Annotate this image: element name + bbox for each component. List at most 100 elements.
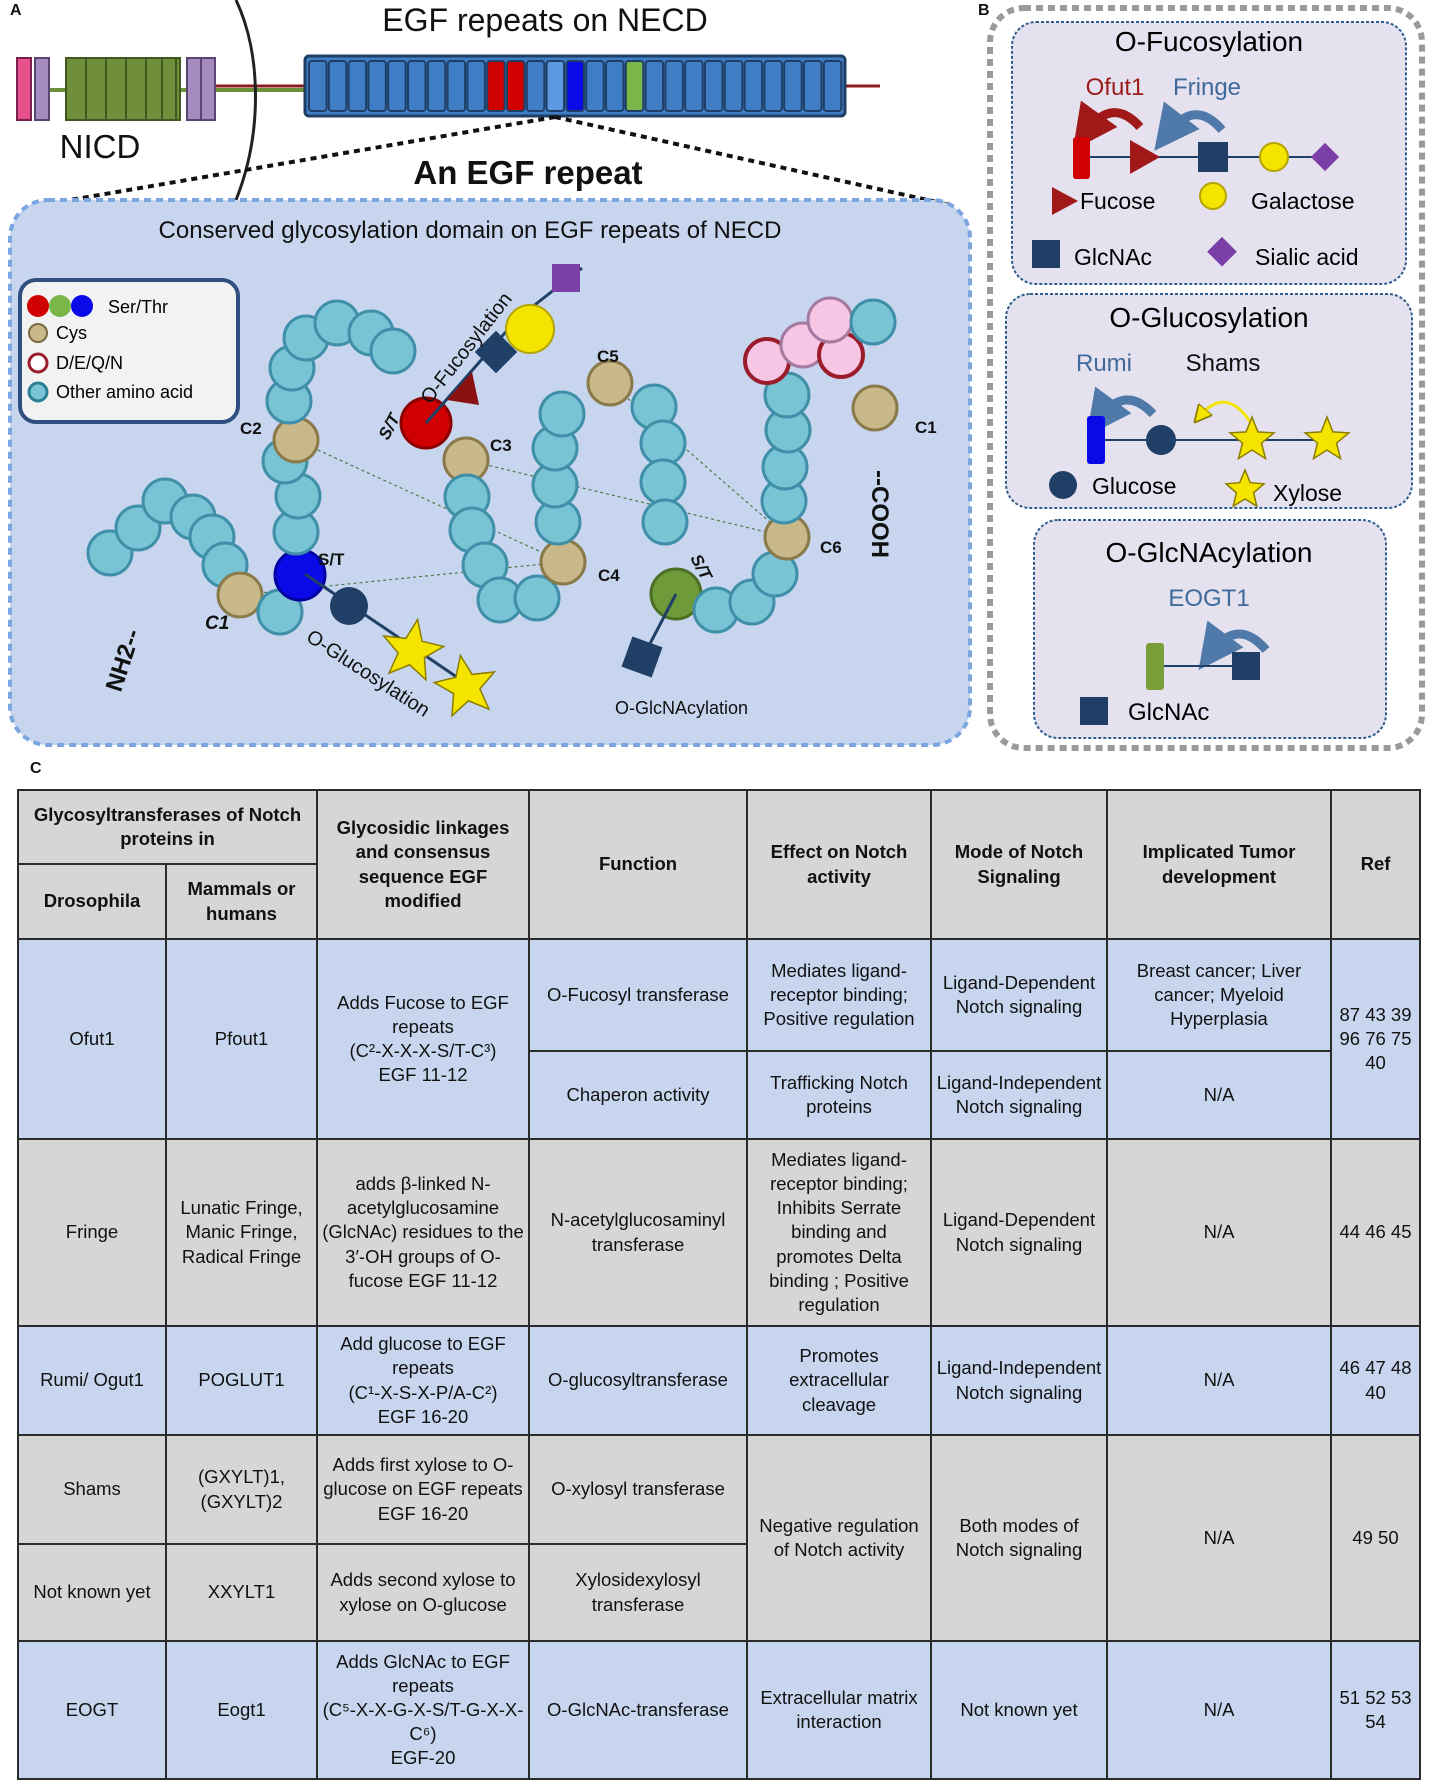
amino-acid-bead xyxy=(538,390,586,438)
header-glycosyltransferases: Glycosyltransferases of Notch proteins i… xyxy=(17,789,318,865)
o-glcnacylation-label: O-GlcNAcylation xyxy=(615,698,748,718)
cell-ref: 46 47 48 40 xyxy=(1330,1325,1421,1436)
table-row: Not known yet XXYLT1 Adds second xylose … xyxy=(17,1543,1420,1642)
cell-tumor: N/A xyxy=(1106,1325,1332,1436)
cell-mode: Both modes of Notch signaling xyxy=(930,1434,1108,1642)
egf-repeat-block xyxy=(822,60,843,112)
cell-ref: 51 52 53 54 xyxy=(1330,1640,1421,1780)
cell-function: N-acetylglucosaminyl transferase xyxy=(528,1138,748,1327)
cell-tumor: N/A xyxy=(1106,1050,1332,1140)
notch-receptor: EGF repeats on NECD NICD An EGF repeat xyxy=(16,0,951,207)
eogt1-label: EOGT1 xyxy=(1168,585,1249,612)
shams-arrow xyxy=(1200,400,1255,427)
egf-repeat-block xyxy=(585,60,605,112)
cell-tumor: N/A xyxy=(1106,1640,1332,1780)
sialic-acid-icon xyxy=(1207,236,1237,267)
legend-fucose: Fucose xyxy=(1080,188,1155,214)
o-glucose-glycan xyxy=(304,572,497,718)
cell-linkage: Add glucose to EGF repeats(C¹-X-S-X-P/A-… xyxy=(316,1325,530,1436)
sialic-acid-icon xyxy=(552,264,580,292)
cys-label-c3: C3 xyxy=(490,436,512,455)
egf-repeats-title: EGF repeats on NECD xyxy=(382,2,707,38)
fucose-icon xyxy=(447,372,479,405)
cys-label-c5: C5 xyxy=(597,347,619,366)
legend-galactose: Galactose xyxy=(1251,188,1355,214)
egf-repeat-block xyxy=(446,60,467,112)
egf-repeat-block xyxy=(327,60,348,112)
egf-repeat-block xyxy=(664,60,684,112)
cell-effect: Mediates ligand-receptor binding; Inhibi… xyxy=(746,1138,932,1327)
nicd-label: NICD xyxy=(60,128,141,165)
table-row: Shams (GXYLT)1, (GXYLT)2 Adds first xylo… xyxy=(17,1434,1421,1642)
panel-label-c: C xyxy=(30,760,42,777)
cell-mammals: XXYLT1 xyxy=(165,1543,318,1642)
o-fucosylation-title: O-Fucosylation xyxy=(1115,26,1303,57)
linkage-egf: EGF 16-20 xyxy=(377,1405,469,1427)
amino-acid-bead xyxy=(806,296,854,344)
linkage-text: Adds Fucose to EGF repeats xyxy=(337,991,509,1037)
cell-drosophila: Not known yet xyxy=(17,1543,167,1642)
header-effect: Effect on Notch activity xyxy=(746,789,932,940)
egf-repeat-block xyxy=(506,60,526,112)
legend-sialic-acid: Sialic acid xyxy=(1255,244,1359,270)
linkage-text: Adds GlcNAc to EGF repeats xyxy=(336,1650,510,1696)
amino-acid-bead xyxy=(513,574,561,622)
header-function: Function xyxy=(528,789,748,940)
header-mode: Mode of Notch Signaling xyxy=(930,789,1108,940)
header-drosophila: Drosophila xyxy=(17,863,167,940)
header-linkages: Glycosidic linkages and consensus sequen… xyxy=(316,789,530,940)
cell-function: Xylosidexylosyl transferase xyxy=(528,1543,748,1642)
amino-acid-chain xyxy=(86,296,899,636)
cell-mammals: POGLUT1 xyxy=(165,1325,318,1436)
eogt1-arrow xyxy=(1198,620,1270,671)
legend-other-amino-acid: Other amino acid xyxy=(56,382,193,402)
linkage-text: Add glucose to EGF repeats xyxy=(340,1333,506,1379)
legend-dedqn: D/E/Q/N xyxy=(56,353,123,373)
rumi-label: Rumi xyxy=(1076,350,1132,377)
egf-repeat-block xyxy=(565,60,585,112)
egf-repeat-block xyxy=(308,60,328,112)
egf-repeat-block xyxy=(545,60,566,112)
amino-acid-bead xyxy=(272,416,320,464)
egf-repeat-block xyxy=(347,60,368,112)
linkage-egf: EGF 11-12 xyxy=(378,1064,468,1086)
cell-effect: Mediates ligand-receptor binding; Positi… xyxy=(746,938,932,1052)
cell-mode: Not known yet xyxy=(930,1640,1108,1780)
cell-linkage: Adds first xylose to O-glucose on EGF re… xyxy=(316,1434,530,1545)
cell-effect: Extracellular matrix interaction xyxy=(746,1640,932,1780)
cell-function: O-Fucosyl transferase xyxy=(528,938,748,1052)
amino-acid-bead xyxy=(586,359,634,407)
egf-repeat-block xyxy=(723,60,744,112)
cell-tumor: N/A xyxy=(1106,1138,1332,1327)
cell-tumor: N/A xyxy=(1106,1434,1332,1642)
glycosyltransferase-table: Glycosyltransferases of Notch proteins i… xyxy=(17,789,1421,1780)
linkage-sequence: (C²-X-X-X-S/T-C³) xyxy=(349,1040,497,1061)
amino-acid-bead xyxy=(539,538,587,586)
cell-effect: Promotes extracellular cleavage xyxy=(746,1325,932,1436)
cell-mammals: Eogt1 xyxy=(165,1640,318,1780)
glcnac-icon xyxy=(621,636,663,678)
shams-label: Shams xyxy=(1186,350,1261,377)
linkage-sequence: (C¹-X-S-X-P/A-C²) xyxy=(348,1381,498,1403)
linkage-sequence: (C⁵-X-X-G-X-S/T-G-X-X-C⁶) xyxy=(322,1698,524,1745)
egf-repeat-block xyxy=(367,60,387,112)
egf-repeat-block xyxy=(407,60,427,112)
header-tumor: Implicated Tumor development xyxy=(1106,789,1332,940)
glcnac-icon xyxy=(1080,697,1108,725)
linkage-egf: EGF-20 xyxy=(390,1747,456,1769)
egf-repeat-block xyxy=(525,60,546,112)
egf-repeat-block xyxy=(426,60,447,112)
cell-mode: Ligand-Dependent Notch signaling xyxy=(930,938,1108,1052)
egf-repeat-block xyxy=(684,60,704,112)
egf-repeat-block xyxy=(387,60,407,112)
egf-repeat-heading: An EGF repeat xyxy=(413,154,642,191)
egf-repeat-block xyxy=(605,60,625,112)
legend-glcnac-2: GlcNAc xyxy=(1128,699,1209,726)
cys-label-c6: C6 xyxy=(820,538,842,557)
glucose-icon xyxy=(330,587,368,625)
o-fucosylation-panel: O-Fucosylation Ofut1 Fringe Fucose Galac… xyxy=(1011,21,1407,285)
cell-drosophila: EOGT xyxy=(17,1640,167,1780)
amino-acid-bead xyxy=(369,327,417,375)
st-label-glucosylation: S/T xyxy=(318,550,345,569)
cell-effect: Trafficking Notch proteins xyxy=(746,1050,932,1140)
